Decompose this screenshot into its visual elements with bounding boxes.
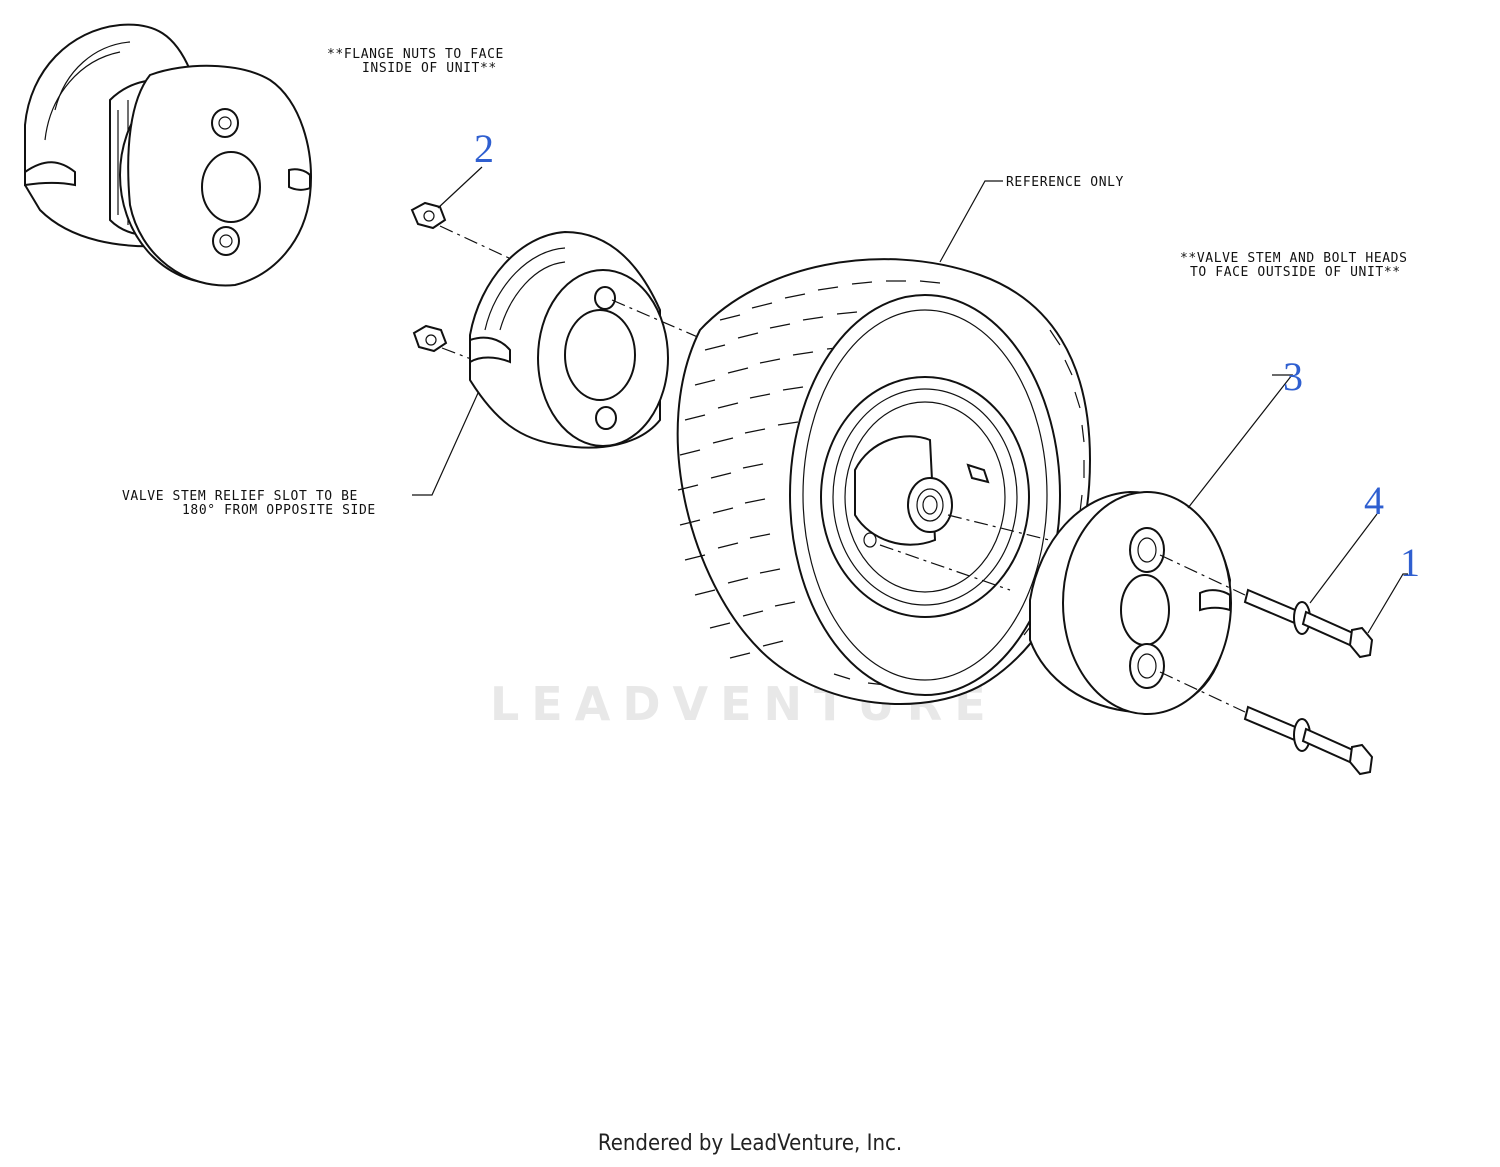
slot-note-line1: VALVE STEM RELIEF SLOT TO BE: [122, 489, 358, 504]
valve-note-line1: **VALVE STEM AND BOLT HEADS: [1180, 251, 1408, 266]
slot-note-line2: 180° FROM OPPOSITE SIDE: [182, 503, 376, 518]
flange-nut-lower: [412, 324, 448, 353]
flange-note-line1: **FLANGE NUTS TO FACE: [327, 47, 504, 62]
reference-note: REFERENCE ONLY: [1006, 175, 1124, 190]
callout-1[interactable]: 1: [1400, 540, 1420, 585]
callout-3[interactable]: 3: [1283, 354, 1303, 399]
bolt-upper: [1243, 588, 1374, 659]
assembled-weights-view: [24, 23, 312, 287]
bolt-lower: [1243, 705, 1374, 776]
flange-note-line2: INSIDE OF UNIT**: [362, 61, 497, 76]
footer-credit: Rendered by LeadVenture, Inc.: [597, 1131, 903, 1156]
callout-2[interactable]: 2: [474, 126, 494, 171]
valve-note-line2: TO FACE OUTSIDE OF UNIT**: [1190, 265, 1401, 280]
flange-nut-upper: [410, 201, 447, 230]
callout-4[interactable]: 4: [1364, 478, 1384, 523]
outer-wheel-weight: [1029, 490, 1232, 715]
inner-wheel-weight: [469, 230, 669, 449]
tire-and-wheel: [676, 258, 1092, 705]
